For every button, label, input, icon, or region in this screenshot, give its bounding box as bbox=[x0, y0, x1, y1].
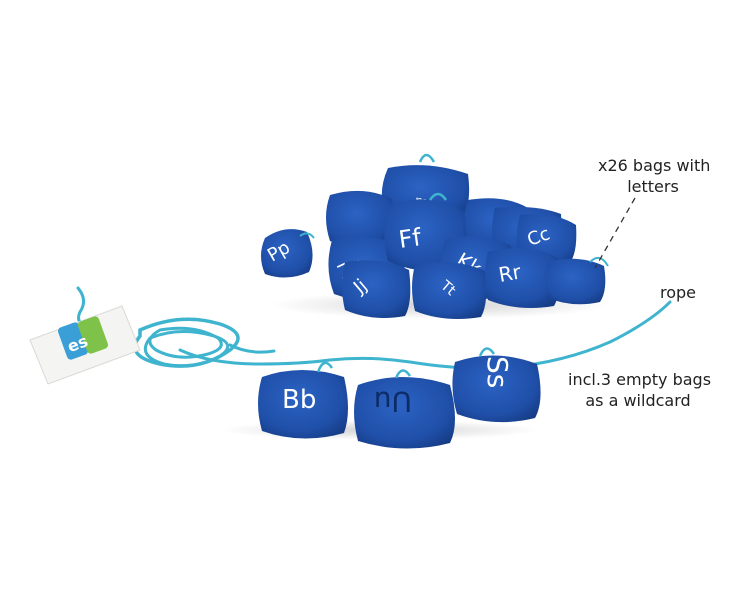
callout-bags-line1: x26 bags with bbox=[598, 156, 711, 175]
svg-text:Rr: Rr bbox=[497, 259, 524, 287]
bag-pile: Cc m Pp Zz Ff Kk Jj Tt Rr bbox=[261, 153, 610, 319]
callout-empty-bags: incl.3 empty bags as a wildcard bbox=[568, 369, 712, 411]
callout-bags-count: x26 bags with letters bbox=[598, 155, 711, 197]
callout-bags-line2: letters bbox=[627, 177, 679, 196]
bag-bb bbox=[258, 370, 348, 439]
callout-leader-line bbox=[594, 197, 636, 269]
bag-ss bbox=[452, 355, 541, 423]
bag-letter-ss: Ss bbox=[481, 356, 514, 388]
bag-uu bbox=[354, 377, 455, 449]
product-tag: es bbox=[29, 305, 141, 385]
hanging-bags: Bb Uu Ss bbox=[220, 347, 541, 449]
callout-rope: rope bbox=[660, 283, 697, 302]
callout-empty-line2: as a wildcard bbox=[585, 391, 691, 410]
bag-letter-uu: Uu bbox=[374, 385, 412, 418]
callout-empty-line1: incl.3 empty bags bbox=[568, 370, 712, 389]
svg-text:Ff: Ff bbox=[397, 223, 423, 254]
bag-letter-bb: Bb bbox=[282, 385, 316, 415]
rope bbox=[76, 286, 672, 370]
